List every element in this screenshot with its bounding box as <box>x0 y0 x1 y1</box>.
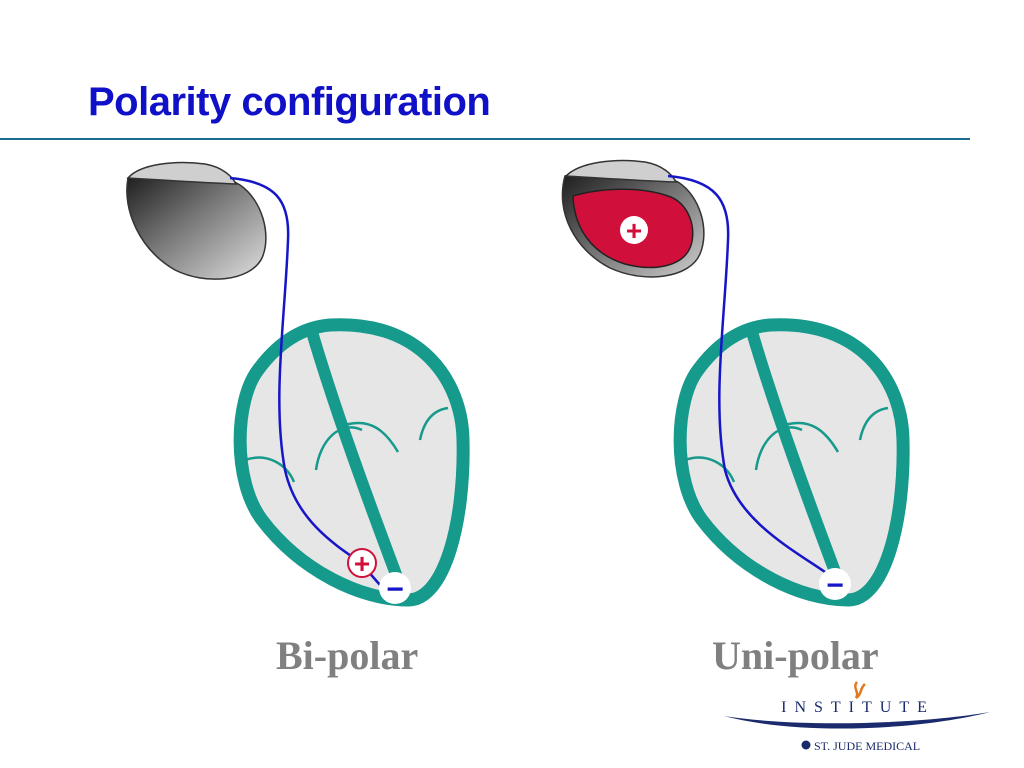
negative-electrode-icon: − <box>819 568 851 602</box>
positive-electrode-icon: + <box>347 548 377 579</box>
pacemaker-can-icon: + <box>561 159 705 278</box>
heart-icon <box>233 318 470 607</box>
logo-icon: INSTITUTE ST. JUDE MEDICAL <box>724 681 990 753</box>
plus-symbol: + <box>354 548 370 579</box>
minus-symbol: − <box>826 569 844 602</box>
lead-wire-icon <box>229 176 381 586</box>
unipolar-caption: Uni-polar <box>712 633 879 678</box>
logo-company-text: ST. JUDE MEDICAL <box>814 739 920 753</box>
negative-electrode-icon: − <box>379 572 411 606</box>
page-title: Polarity configuration <box>88 80 491 124</box>
minus-symbol: − <box>386 573 404 606</box>
unipolar-diagram: + − <box>561 159 910 607</box>
logo-institute-text: INSTITUTE <box>781 699 935 716</box>
bipolar-caption: Bi-polar <box>276 633 419 678</box>
title-divider <box>0 138 970 140</box>
bipolar-diagram: + − <box>126 161 470 607</box>
pacemaker-can-icon <box>126 161 267 280</box>
lead-wire-icon <box>667 174 826 574</box>
plus-symbol: + <box>626 215 642 246</box>
heart-icon <box>673 318 910 607</box>
